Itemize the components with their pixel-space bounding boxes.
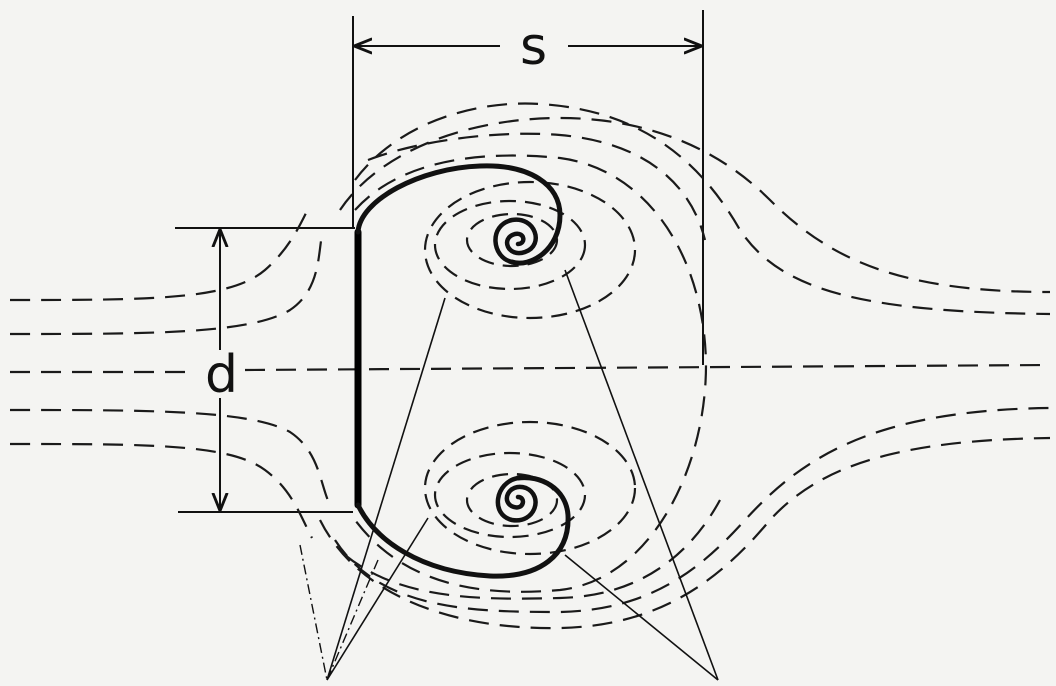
d-label: d <box>205 345 238 405</box>
leader-right-upper <box>564 269 719 681</box>
upper-vortex-ring-1 <box>423 180 637 320</box>
leader-lines <box>299 269 719 681</box>
streamlines <box>9 102 1051 630</box>
lower-vortex-ring-3 <box>465 472 559 528</box>
upper-shear-layer <box>355 163 563 266</box>
upper-shear-curve <box>355 163 563 266</box>
s-label: s <box>520 17 547 77</box>
streamline-outer-upper-1 <box>339 116 1051 294</box>
lower-vortex-spiral <box>495 475 538 523</box>
leader-left-lower <box>326 517 429 681</box>
leader-left-dashdot-1 <box>326 559 379 681</box>
lower-vortex-ring-1 <box>423 420 637 556</box>
streamline-upper-2 <box>9 234 324 336</box>
upper-vortex-ring-2 <box>433 199 587 291</box>
lower-vortex-ring-2 <box>433 451 587 539</box>
streamline-lower-1 <box>9 442 313 539</box>
streamline-outer-upper-2 <box>354 102 1051 316</box>
lower-shear-layer <box>355 475 571 579</box>
lower-shear-curve <box>355 475 571 579</box>
streamline-center-downstream <box>244 363 1051 372</box>
streamline-lower-2 <box>9 408 331 506</box>
streamline-outer-upper-3 <box>367 132 707 241</box>
wake-boundary <box>354 154 708 593</box>
streamline-outer-lower-1 <box>319 436 1051 630</box>
leader-right-lower <box>564 554 719 681</box>
leader-left-dashdot-2 <box>299 544 328 681</box>
streamline-upper-1 <box>9 204 311 302</box>
upper-vortex-spiral <box>493 217 538 265</box>
streamline-outer-lower-3 <box>344 499 721 600</box>
lower-vortex-streamlines <box>423 420 637 556</box>
dimension-d: d <box>175 227 355 513</box>
dimension-s: s <box>352 10 704 365</box>
leader-left-upper <box>326 297 446 681</box>
streamline-outer-lower-2 <box>334 406 1051 614</box>
